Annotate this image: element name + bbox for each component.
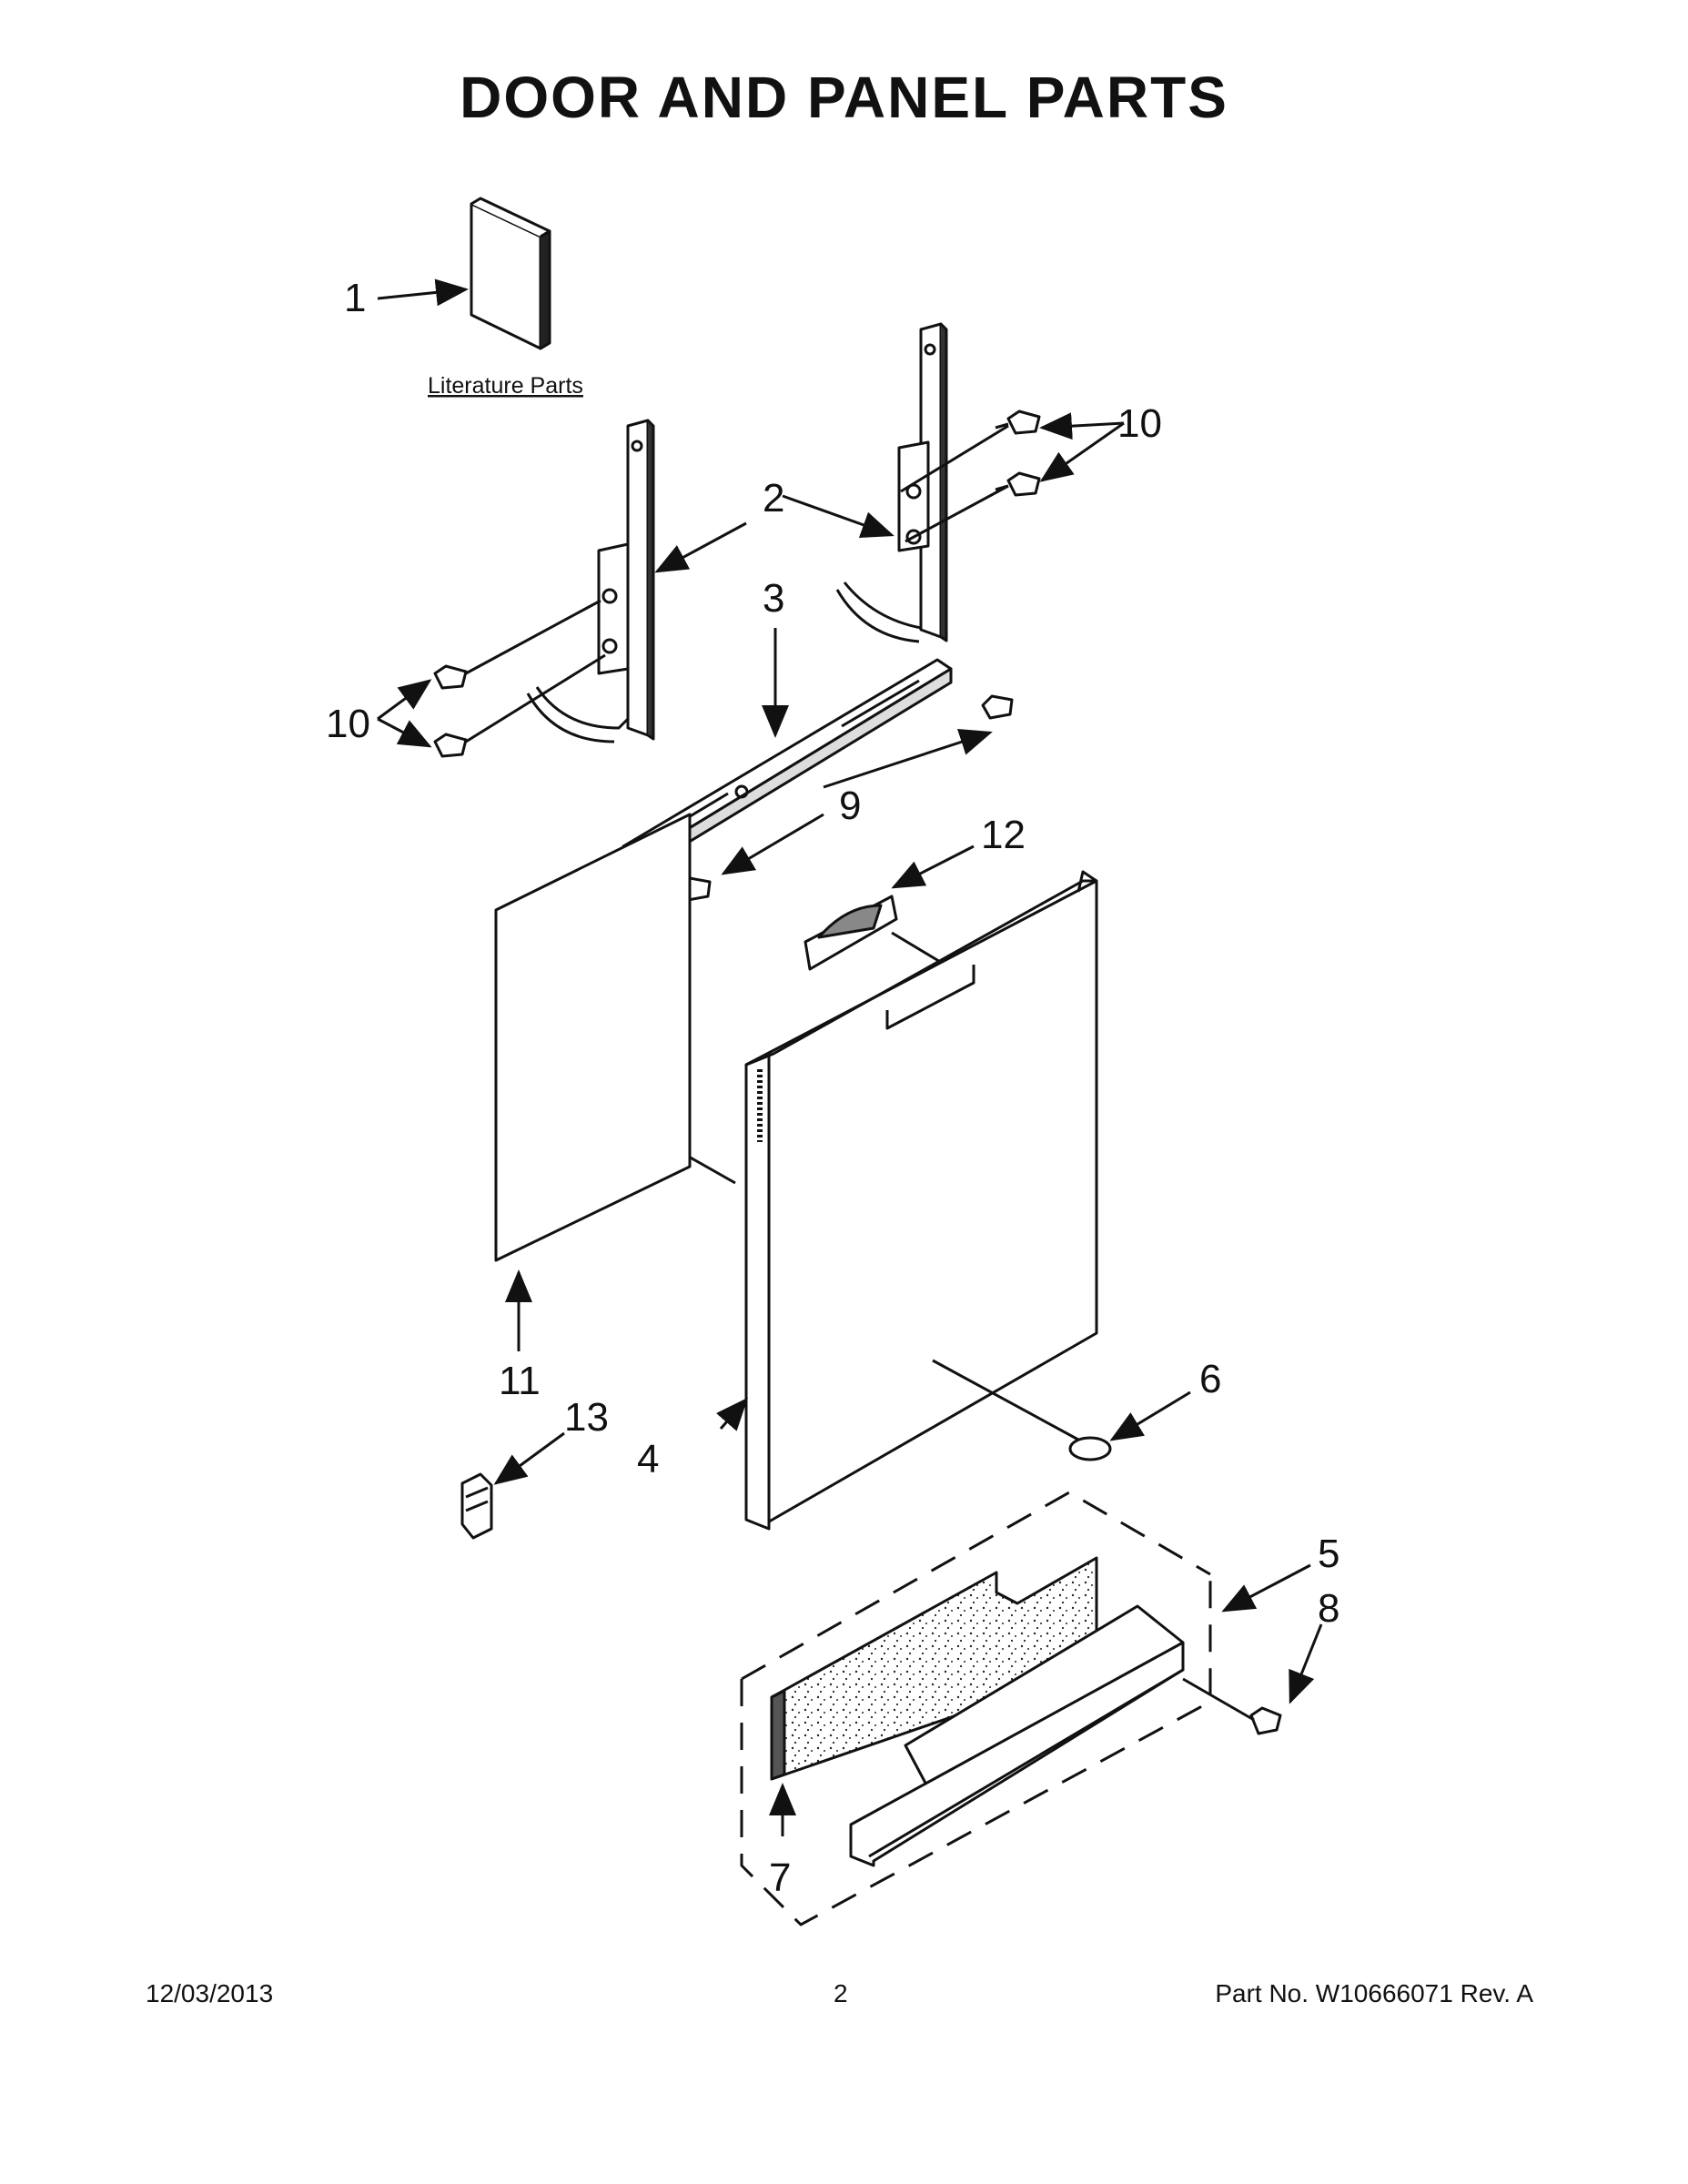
clip-icon — [460, 1472, 493, 1540]
callout-7: 7 — [769, 1855, 791, 1900]
callout-1: 1 — [344, 276, 366, 320]
callout-3: 3 — [763, 576, 784, 621]
door-handle-icon — [804, 895, 898, 971]
callout-2: 2 — [763, 476, 784, 521]
screw-icon — [981, 694, 1014, 720]
right-hinge-bracket-icon — [835, 322, 948, 643]
callout-11: 11 — [499, 1359, 541, 1403]
footer-part-number: Part No. W10666071 Rev. A — [1215, 1979, 1533, 2007]
foam-strip-icon — [770, 1556, 1098, 1781]
footer-date: 12/03/2013 — [146, 1979, 274, 2007]
screw-icon — [433, 664, 468, 690]
literature-book-icon — [470, 197, 551, 350]
plug-icon — [1068, 1436, 1112, 1461]
screw-icon — [1249, 1706, 1282, 1735]
callout-10: 10 — [326, 702, 370, 746]
page-title: DOOR AND PANEL PARTS — [460, 65, 1228, 130]
callout-9: 9 — [839, 784, 861, 828]
screw-icon — [995, 471, 1041, 497]
screw-icon — [433, 733, 468, 758]
callout-6: 6 — [1199, 1357, 1221, 1401]
footer-page-number: 2 — [834, 1979, 848, 2007]
left-hinge-bracket-icon — [526, 419, 655, 743]
callout-5: 5 — [1318, 1532, 1339, 1576]
callout-4: 4 — [637, 1437, 659, 1481]
screw-icon — [995, 410, 1041, 435]
access-panel-icon — [849, 1604, 1185, 1867]
callout-13: 13 — [564, 1395, 609, 1440]
door-panel-icon — [744, 870, 1098, 1531]
lower-panel-group-outline — [740, 1491, 1212, 1926]
callout-8: 8 — [1318, 1586, 1339, 1631]
insulation-sheet-icon — [494, 813, 692, 1262]
callout-10: 10 — [1117, 401, 1162, 446]
literature-parts-label: Literature Parts — [428, 373, 583, 399]
callout-12: 12 — [981, 813, 1026, 857]
